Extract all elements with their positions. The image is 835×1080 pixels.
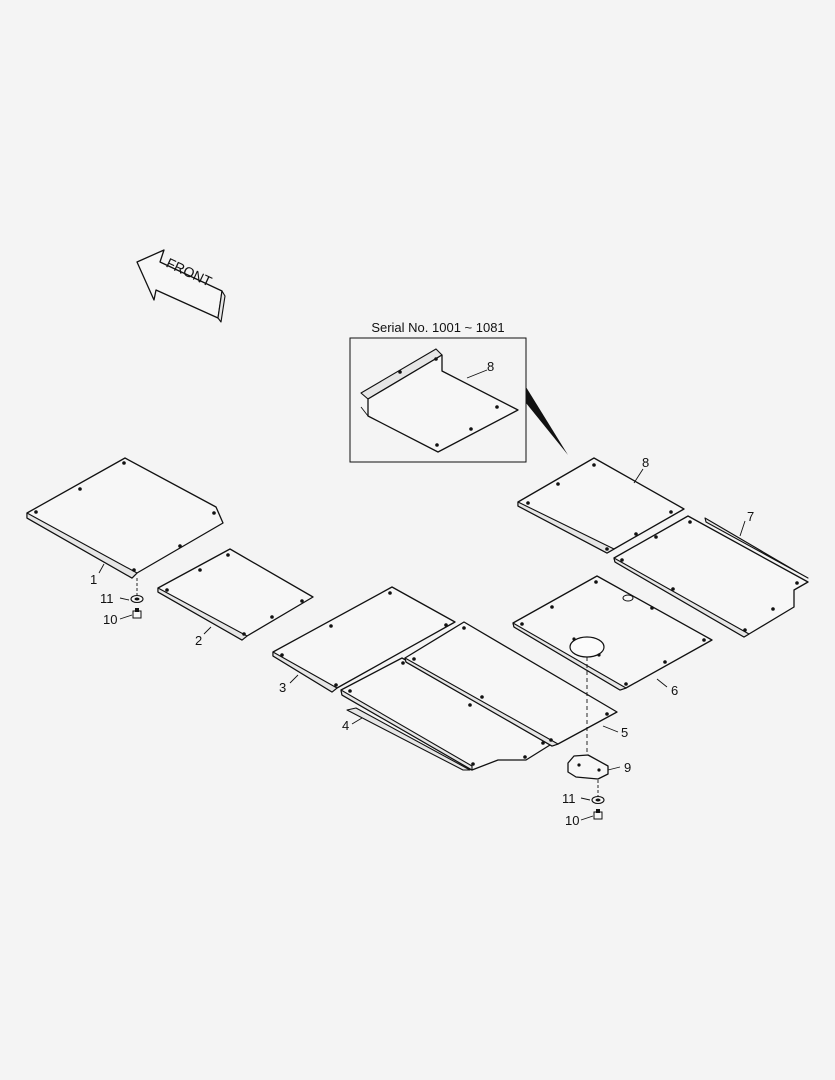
inset-caption: Serial No. 1001 ~ 1081 [371, 320, 504, 335]
callout-10-left: 10 [103, 612, 117, 627]
part-8-plate: 8 [517, 455, 685, 554]
part-6-plate: 6 [512, 575, 713, 698]
part-4-plate: 4 [340, 657, 551, 771]
callout-3: 3 [279, 680, 286, 695]
callout-8-inset: 8 [487, 359, 494, 374]
callout-4: 4 [342, 718, 349, 733]
callout-9: 9 [624, 760, 631, 775]
callout-1: 1 [90, 572, 97, 587]
callout-11-right: 11 [562, 791, 576, 806]
callout-7: 7 [747, 509, 754, 524]
callout-6: 6 [671, 683, 678, 698]
part-7-plate: 7 [613, 509, 809, 638]
part-8-variant-plate: 8 [360, 348, 519, 453]
part-5-plate: 5 [404, 621, 628, 747]
part-9-cover: 9 [567, 657, 631, 780]
part-3-plate: 3 [272, 586, 456, 695]
left-fastener-set: 11 10 [100, 578, 144, 627]
inset-pointer [526, 387, 568, 455]
callout-2: 2 [195, 633, 202, 648]
callout-8: 8 [642, 455, 649, 470]
callout-5: 5 [621, 725, 628, 740]
part-1-plate: 1 [26, 457, 224, 587]
front-direction-arrow: FRONT [136, 249, 226, 323]
serial-inset-box: Serial No. 1001 ~ 1081 8 [349, 320, 568, 463]
right-fastener-set: 11 10 [562, 780, 605, 828]
part-2-plate: 2 [157, 548, 314, 648]
callout-11-left: 11 [100, 591, 114, 606]
callout-10-right: 10 [565, 813, 579, 828]
